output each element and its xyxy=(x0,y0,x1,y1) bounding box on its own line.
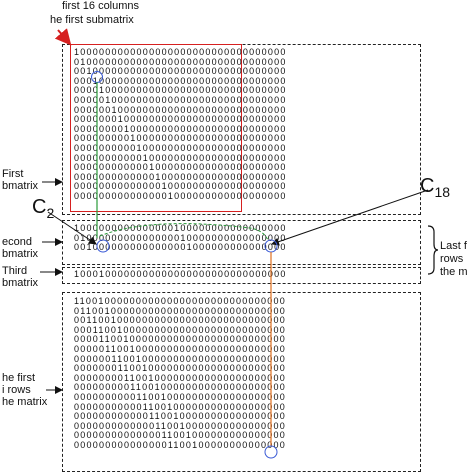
matrix-row: 0000000000000010000000000000000000 xyxy=(74,181,287,192)
second-label-line1: econd xyxy=(2,236,32,248)
matrix-row: 1000000000000000100000000000000000 xyxy=(74,223,287,233)
matrix-row: 0000010000000000000000000000000000 xyxy=(74,94,287,105)
matrix-row: 1000000000000000000000000000000000 xyxy=(74,47,287,57)
matrix-row: 0001100100000000000000000000000000 xyxy=(74,324,287,335)
right-label-line2: rows xyxy=(440,253,464,265)
matrix-row: 0000001000000000000000000000000000 xyxy=(74,104,287,115)
green-circle-top xyxy=(91,71,103,83)
matrix-row: 0110010000000000000000000000000000 xyxy=(74,305,287,316)
right-label-line3: the m xyxy=(440,266,468,278)
matrix-row: 0000000000000001100100000000000000 xyxy=(74,439,287,450)
matrix-row: 0100000000000000010000000000000000 xyxy=(74,232,287,243)
matrix-row: 0000000011001000000000000000000000 xyxy=(74,372,287,383)
matrix-row: 0000000000110010000000000000000000 xyxy=(74,391,287,402)
matrix-row: 0000000100000000000000000000000000 xyxy=(74,114,287,125)
second-label-line2: bmatrix xyxy=(2,248,39,260)
red-pointer-arrow xyxy=(54,28,72,46)
matrix-row: 0000000000000001000000000000000000 xyxy=(74,190,287,201)
green-dashed-connector xyxy=(99,223,269,241)
c18-circle xyxy=(264,239,278,253)
c18-subscript: 18 xyxy=(434,184,451,200)
matrix-row: 0011001000000000000000000000000000 xyxy=(74,315,287,326)
matrix-row: 0000000000001000000000000000000000 xyxy=(74,162,287,173)
matrix-row: 0000000000010000000000000000000000 xyxy=(74,152,287,163)
top-annotation-line2: he first submatrix xyxy=(50,14,134,26)
third-label-line1: Third xyxy=(2,265,28,277)
matrix-row: 0000000000000011001000000000000000 xyxy=(74,430,287,441)
first-rows-box xyxy=(62,292,421,472)
matrix-row: 0010000000000000001000000000000000 xyxy=(74,242,287,253)
matrix-row: 0000001100100000000000000000000000 xyxy=(74,353,287,364)
matrix-row: 0001000000000000000000000000000000 xyxy=(74,75,287,86)
matrix-row: 0010000000000000000000000000000000 xyxy=(74,66,287,77)
first-submatrix-label: First bmatrix xyxy=(2,168,38,192)
second-submatrix-label: econd bmatrix xyxy=(2,236,38,260)
first-16-columns-highlight xyxy=(70,44,242,212)
matrix-row: 1000100000000000000000000000000000 xyxy=(74,269,287,279)
orange-circle-bottom xyxy=(264,445,278,459)
matrix-row: 0000100000000000000000000000000000 xyxy=(74,85,287,96)
matrix-row: 0100000000000000000000000000000000 xyxy=(74,56,287,67)
matrix-row: 0000000000011001000000000000000000 xyxy=(74,401,287,412)
top-annotation-line1: first 16 columns xyxy=(62,0,140,12)
c2-leader-line xyxy=(47,211,97,245)
last-rows-label: Last f rows the m xyxy=(440,240,468,279)
matrix-row: 0000000110010000000000000000000000 xyxy=(74,363,287,374)
rows-label-line2: i rows xyxy=(2,384,31,396)
first-label-line2: bmatrix xyxy=(2,180,39,192)
matrix-row: 1100100000000000000000000000000000 xyxy=(74,296,287,306)
matrix-row: 0000011001000000000000000000000000 xyxy=(74,343,287,354)
right-label-line1: Last f xyxy=(440,240,467,252)
first-rows-label: he first i rows he matrix xyxy=(2,372,47,408)
matrix-row: 0000000000001100100000000000000000 xyxy=(74,411,287,422)
matrix-row: 0000000001000000000000000000000000 xyxy=(74,133,287,144)
rows-label-line3: he matrix xyxy=(2,396,48,408)
c2-circle xyxy=(96,239,110,253)
first-label-line1: First xyxy=(2,168,24,180)
matrix-row: 0000110010000000000000000000000000 xyxy=(74,334,287,345)
rows-label-line1: he first xyxy=(2,372,36,384)
right-brace xyxy=(427,225,439,275)
matrix-row: 0000000010000000000000000000000000 xyxy=(74,123,287,134)
c2-letter: C xyxy=(32,196,47,218)
matrix-row: 0000000000000100000000000000000000 xyxy=(74,171,287,182)
matrix-row: 0000000000100000000000000000000000 xyxy=(74,142,287,153)
third-submatrix-label: Third bmatrix xyxy=(2,265,38,289)
matrix-row: 0000000001100100000000000000000000 xyxy=(74,382,287,393)
third-submatrix-values: 1000100000000000000000000000000000 xyxy=(74,269,287,280)
third-label-line2: bmatrix xyxy=(2,277,39,289)
matrix-row: 0000000000000110010000000000000000 xyxy=(74,420,287,431)
c18-leader-line xyxy=(271,189,429,246)
